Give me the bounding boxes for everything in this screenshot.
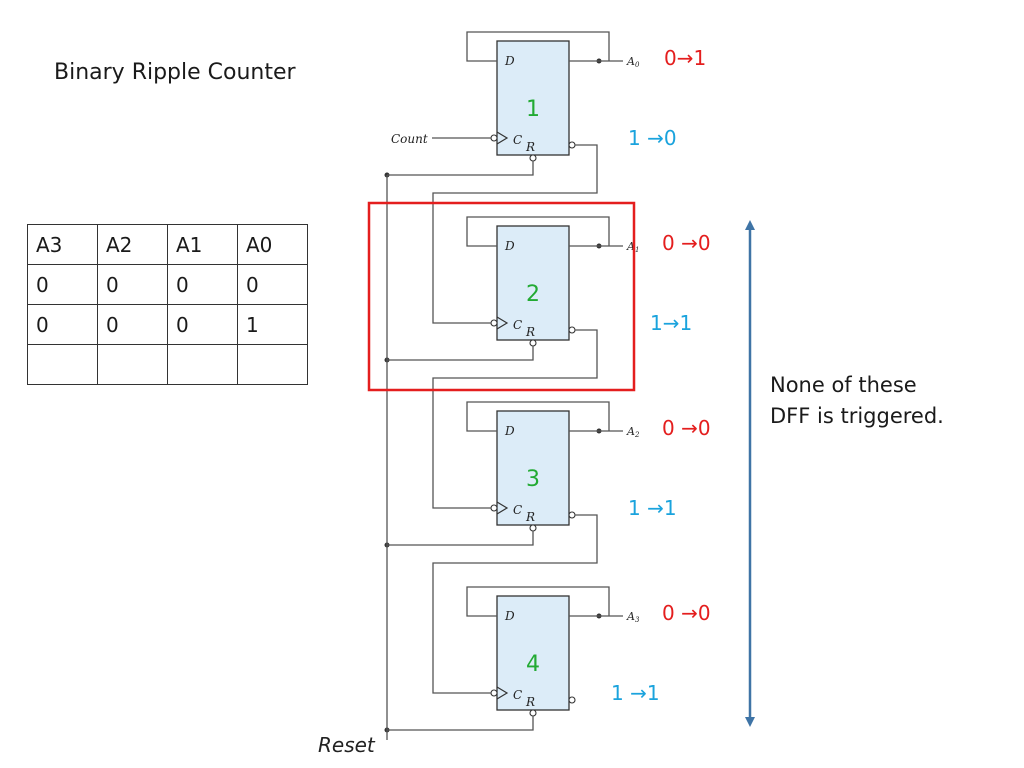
pin-c-label: C [513, 503, 522, 517]
clock-triangle-icon [496, 316, 509, 330]
reset-wire [387, 346, 534, 361]
dff-number: 1 [526, 97, 540, 122]
reset-bubble-icon [529, 709, 537, 717]
clock-bubble-icon [490, 134, 498, 142]
wiring [386, 31, 623, 740]
dff-1 [496, 40, 570, 156]
qbar-bubble-icon [568, 141, 576, 149]
qbar-transition: 1 →0 [628, 126, 677, 150]
clock-triangle-icon [496, 131, 509, 145]
qbar-bubble-icon [568, 696, 576, 704]
d-feedback-wire [466, 586, 610, 617]
page-title: Binary Ripple Counter [54, 60, 296, 85]
dff-number: 2 [526, 282, 540, 307]
reset-wire [387, 716, 534, 731]
pin-d-label: D [504, 239, 515, 253]
reset-wire [387, 531, 534, 546]
qbar-bubble-icon [568, 511, 576, 519]
dff-2 [496, 225, 570, 341]
d-feedback-wire [466, 31, 610, 62]
table-cell: 0 [27, 264, 98, 305]
table-row: 0 0 0 1 [27, 304, 308, 345]
table-header: A3 [27, 224, 98, 265]
q-transition: 0 →0 [662, 416, 711, 440]
pin-c-label: C [513, 688, 522, 702]
output-label: A1 [626, 240, 639, 254]
table-header: A0 [237, 224, 308, 265]
output-label: A2 [626, 425, 640, 439]
q-transition: 0 →0 [662, 231, 711, 255]
dff-4 [496, 595, 570, 711]
qbar-transition: 1 →1 [628, 496, 677, 520]
table-cell [97, 344, 168, 385]
note-line-2: DFF is triggered. [770, 404, 944, 428]
q-transition: 0 →0 [662, 601, 711, 625]
clock-bubble-icon [490, 504, 498, 512]
dff-number: 4 [526, 652, 540, 677]
ripple-clock-wire [432, 144, 598, 324]
table-cell: 0 [27, 304, 98, 345]
table-cell: 1 [237, 304, 308, 345]
table-row: 0 0 0 0 [27, 264, 308, 305]
clock-bubble-icon [490, 319, 498, 327]
table-header: A1 [167, 224, 238, 265]
pin-d-label: D [504, 54, 515, 68]
dff-3 [496, 410, 570, 526]
pin-r-label: R [525, 325, 535, 339]
table-cell [27, 344, 98, 385]
pin-r-label: R [525, 510, 535, 524]
count-label: Count [391, 132, 428, 146]
table-row [27, 344, 308, 385]
pin-c-label: C [513, 318, 522, 332]
highlight-box [367, 201, 636, 392]
q-transition: 0→1 [664, 46, 707, 70]
table-cell: 0 [167, 304, 238, 345]
reset-bubble-icon [529, 339, 537, 347]
reset-label: Reset [318, 733, 376, 757]
ripple-clock-wire [432, 514, 598, 694]
clock-triangle-icon [496, 501, 509, 515]
d-feedback-wire [466, 216, 610, 247]
table-cell [167, 344, 238, 385]
dff-number: 3 [526, 467, 540, 492]
pin-r-label: R [525, 140, 535, 154]
clock-bubble-icon [490, 689, 498, 697]
qbar-transition: 1 →1 [611, 681, 660, 705]
ripple-clock-wire [432, 329, 598, 509]
note-line-1: None of these [770, 373, 917, 397]
reset-bubble-icon [529, 154, 537, 162]
d-feedback-wire [466, 401, 610, 432]
reset-wire [387, 161, 534, 176]
truth-table: A3 A2 A1 A0 0 0 0 0 0 0 0 1 [27, 224, 308, 385]
reset-bubble-icon [529, 524, 537, 532]
table-cell: 0 [237, 264, 308, 305]
output-label: A3 [626, 610, 640, 624]
output-label: A0 [626, 55, 640, 69]
pin-r-label: R [525, 695, 535, 709]
table-cell [237, 344, 308, 385]
pin-c-label: C [513, 133, 522, 147]
table-cell: 0 [97, 304, 168, 345]
pin-d-label: D [504, 609, 515, 623]
qbar-transition: 1→1 [650, 311, 693, 335]
pin-d-label: D [504, 424, 515, 438]
qbar-bubble-icon [568, 326, 576, 334]
clock-triangle-icon [496, 686, 509, 700]
